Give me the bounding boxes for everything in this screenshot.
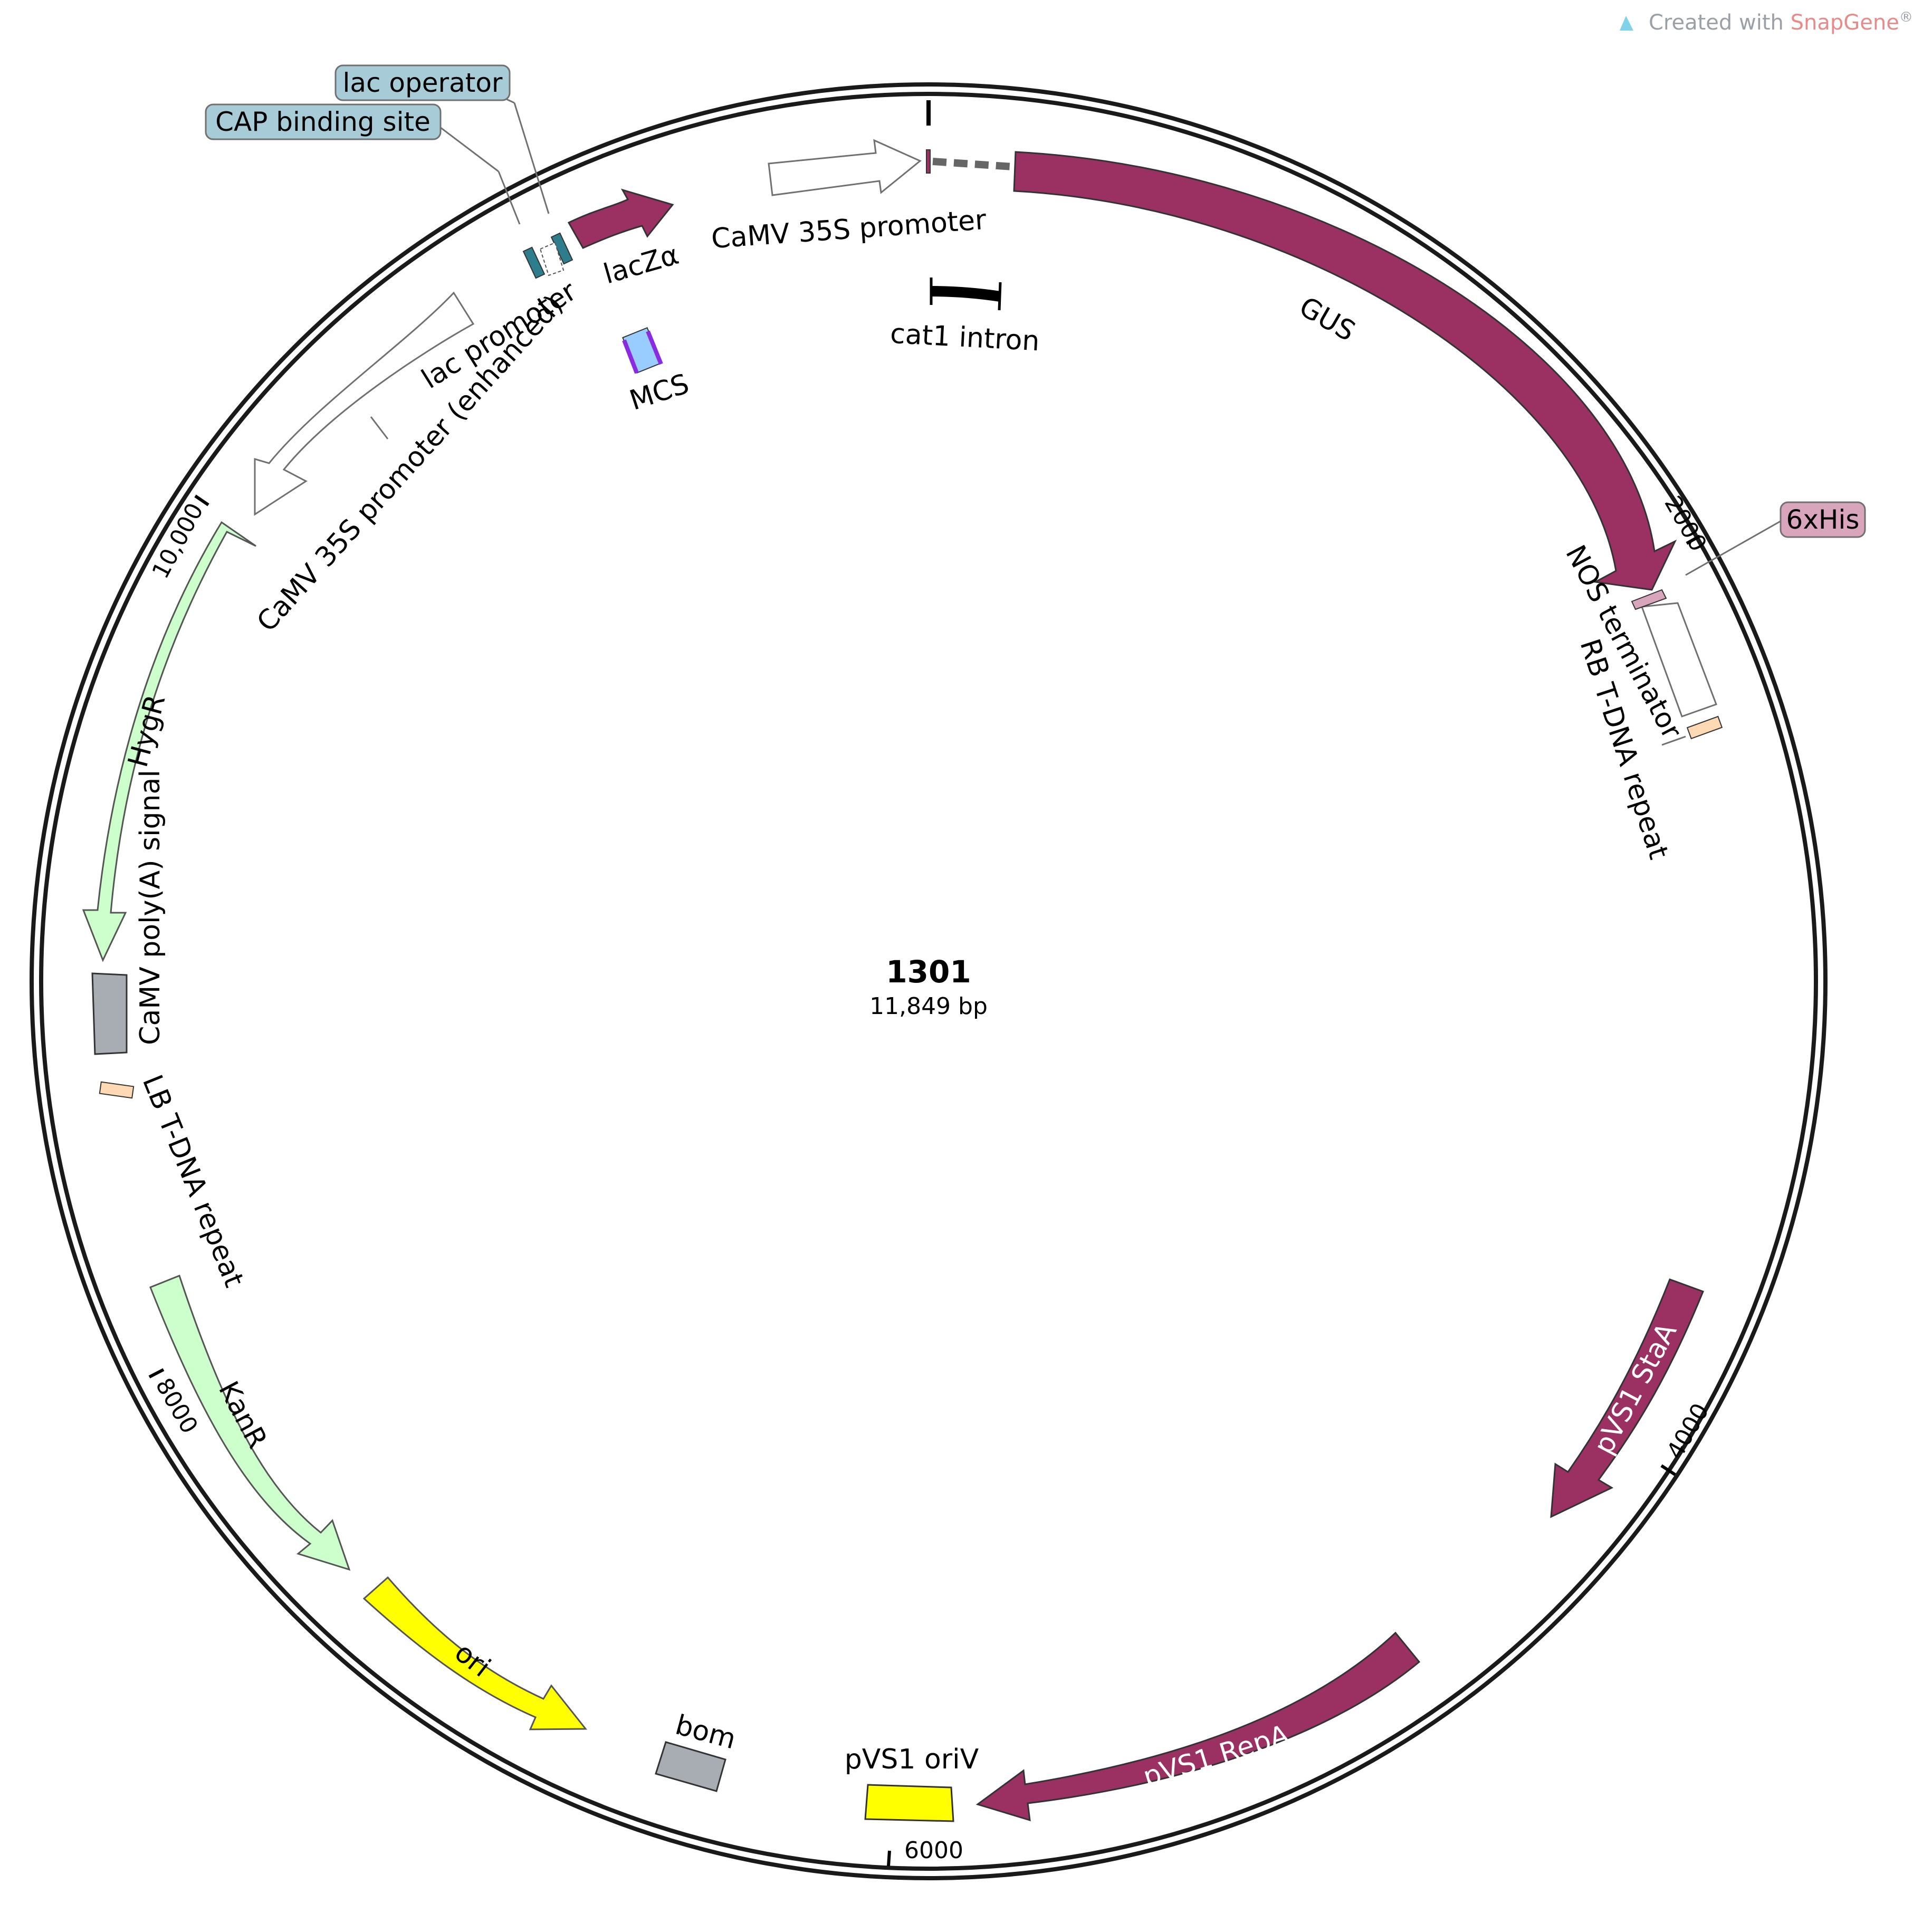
backbone — [30, 82, 1828, 1880]
feature-lac-elements[interactable] — [522, 232, 573, 279]
lac-operator-label: lac operator — [343, 68, 503, 98]
cap-binding-site-mark — [522, 246, 546, 279]
camv35s-enhanced-arrow — [254, 291, 475, 516]
feature-camv35s-enhanced[interactable]: lac promoter CaMV 35S promoter (enhanced… — [251, 275, 582, 638]
tick-mark-4000 — [1660, 1464, 1676, 1476]
feature-camv35s-promoter[interactable]: CaMV 35S promoter — [710, 139, 988, 255]
cat1-intron-label: cat1 intron — [890, 318, 1040, 358]
feature-ori[interactable]: ori — [362, 1576, 588, 1730]
camv-polya-box — [91, 972, 128, 1055]
hygr-arrow — [82, 521, 256, 962]
tick-mark-2000 — [1686, 534, 1701, 545]
gus-arrow — [1013, 151, 1677, 591]
feature-mcs[interactable]: MCS — [622, 327, 693, 417]
tick-mark-6000 — [887, 1850, 891, 1867]
cat1-intron-bar — [931, 286, 1001, 302]
lac-operator-tag-box — [334, 64, 511, 101]
lacza-arrow — [567, 188, 674, 249]
camv-polya-label: CaMV poly(A) signal — [135, 770, 166, 1045]
6xhis-tag-box — [1780, 501, 1866, 538]
feature-cap-site-callout[interactable]: CAP binding site — [205, 103, 521, 225]
feature-pvs1-oriv[interactable]: pVS1 oriV — [845, 1744, 979, 1822]
feature-camv-polya[interactable]: CaMV poly(A) signal — [91, 770, 166, 1055]
tick-mark-10000 — [194, 494, 209, 506]
tick-mark-8000 — [148, 1368, 165, 1379]
credit-text: Created with SnapGene® — [1649, 9, 1913, 35]
snapgene-logo-icon — [1620, 16, 1633, 31]
camv35s-arrow — [768, 139, 922, 196]
cap-site-label: CAP binding site — [215, 107, 431, 137]
feature-gus[interactable]: GUS — [1013, 151, 1677, 591]
feature-lb-repeat[interactable]: LB T-DNA repeat — [99, 1070, 250, 1292]
tick-6000: 6000 — [904, 1837, 963, 1864]
lb-repeat-mark — [99, 1081, 135, 1099]
lacza-label: lacZα — [600, 239, 682, 291]
snapgene-credit: Created with SnapGene® — [1620, 9, 1913, 35]
feature-lacza[interactable]: lacZα — [567, 188, 682, 291]
pvs1-oriv-label: pVS1 oriV — [845, 1744, 979, 1775]
plasmid-name: 1301 — [886, 954, 971, 990]
feature-cat1-intron[interactable]: cat1 intron — [890, 278, 1040, 357]
intron-link — [932, 158, 1013, 170]
camv35s-label: CaMV 35S promoter — [710, 204, 988, 255]
pvs1-staa-arrow — [1550, 1278, 1704, 1518]
rb-repeat-mark — [1686, 715, 1723, 740]
kanr-arrow — [149, 1275, 351, 1571]
pvs1-oriv-box — [864, 1784, 954, 1822]
bom-box — [655, 1741, 726, 1792]
feature-lac-operator-callout[interactable]: lac operator — [334, 64, 550, 214]
plasmid-length: 11,849 bp — [869, 993, 988, 1020]
6xhis-mark — [1631, 589, 1667, 610]
gus-start-marker — [926, 149, 931, 174]
feature-hygr[interactable]: HygR — [82, 521, 256, 962]
pvs1-repa-arrow — [975, 1631, 1421, 1822]
feature-pvs1-staa[interactable]: pVS1 StaA — [1550, 1278, 1704, 1518]
lac-operator-mark — [550, 232, 573, 265]
lb-repeat-label: LB T-DNA repeat — [136, 1070, 250, 1292]
lac-promoter-mark — [539, 242, 565, 276]
6xhis-label: 6xHis — [1786, 504, 1860, 535]
hygr-label: HygR — [122, 692, 172, 771]
feature-pvs1-repa[interactable]: pVS1 RepA — [975, 1631, 1421, 1822]
ori-arrow — [362, 1576, 588, 1730]
pvs1-repa-label: pVS1 RepA — [1140, 1719, 1293, 1793]
feature-bom[interactable]: bom — [655, 1709, 739, 1792]
nos-terminator-box — [1640, 602, 1717, 718]
mcs-label: MCS — [626, 368, 693, 417]
gus-label: GUS — [1294, 291, 1360, 348]
cap-site-tag-box — [205, 103, 442, 140]
feature-6xhis[interactable]: 6xHis — [1631, 501, 1866, 610]
